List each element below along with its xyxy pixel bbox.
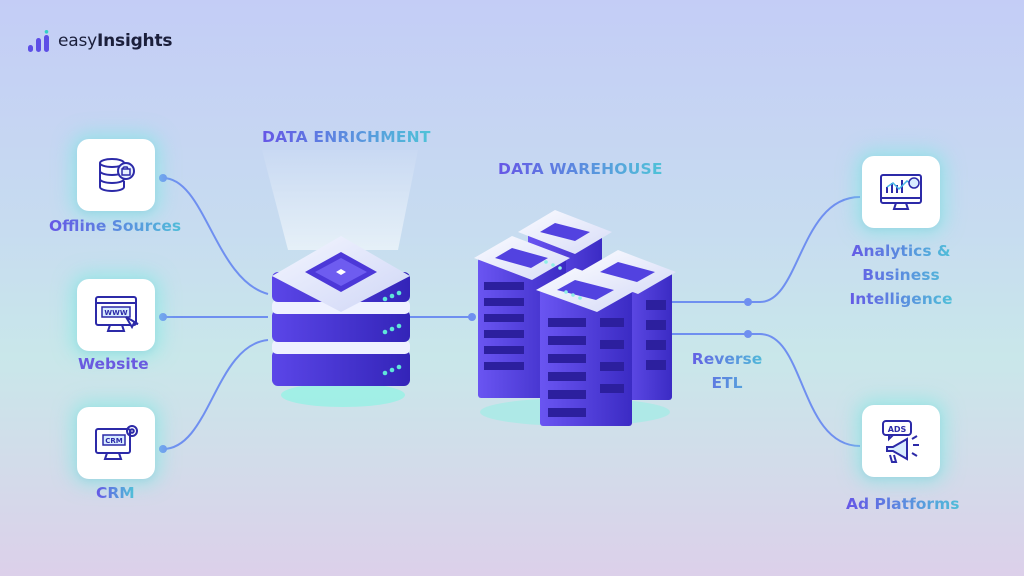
- analytics-label-line-3: Intelligence: [849, 290, 953, 308]
- svg-text:CRM: CRM: [105, 437, 123, 445]
- enrichment-light-beam: [262, 150, 418, 250]
- analytics-label: Analytics & Business Intelligence: [846, 239, 956, 311]
- data-warehouse-heading: DATA WAREHOUSE: [498, 160, 663, 178]
- enrichment-server-icon: [272, 236, 410, 407]
- ads-megaphone-icon: ADS: [882, 420, 919, 463]
- logo-bars-icon: [28, 30, 49, 52]
- brand-name: easyInsights: [58, 31, 173, 51]
- ad-platforms-label: Ad Platforms: [846, 492, 966, 516]
- database-icon: [99, 158, 135, 193]
- crm-card[interactable]: CRM: [77, 407, 155, 479]
- crm-monitor-icon: CRM: [95, 425, 138, 460]
- offline-sources-label: Offline Sources: [49, 214, 189, 238]
- connector-dots: [159, 174, 752, 453]
- svg-text:WWW: WWW: [104, 309, 127, 317]
- website-card[interactable]: WWW: [77, 279, 155, 351]
- analytics-monitor-icon: [880, 174, 922, 210]
- warehouse-servers-icon: [474, 210, 676, 426]
- brand-logo[interactable]: easyInsights: [28, 30, 172, 52]
- browser-www-icon: WWW: [95, 296, 139, 332]
- crm-label: CRM: [96, 481, 135, 505]
- offline-sources-card[interactable]: [77, 139, 155, 211]
- ad-platforms-card[interactable]: ADS: [862, 405, 940, 477]
- analytics-card[interactable]: [862, 156, 940, 228]
- analytics-label-line-1: Analytics &: [851, 242, 951, 260]
- reverse-etl-line-1: Reverse: [691, 350, 763, 368]
- connector-lines: [162, 177, 861, 450]
- svg-text:ADS: ADS: [888, 425, 907, 434]
- reverse-etl-label: Reverse ETL: [684, 347, 770, 395]
- reverse-etl-line-2: ETL: [711, 374, 743, 392]
- website-label: Website: [78, 355, 149, 373]
- analytics-label-line-2: Business: [862, 266, 940, 284]
- data-enrichment-heading: DATA ENRICHMENT: [262, 128, 431, 146]
